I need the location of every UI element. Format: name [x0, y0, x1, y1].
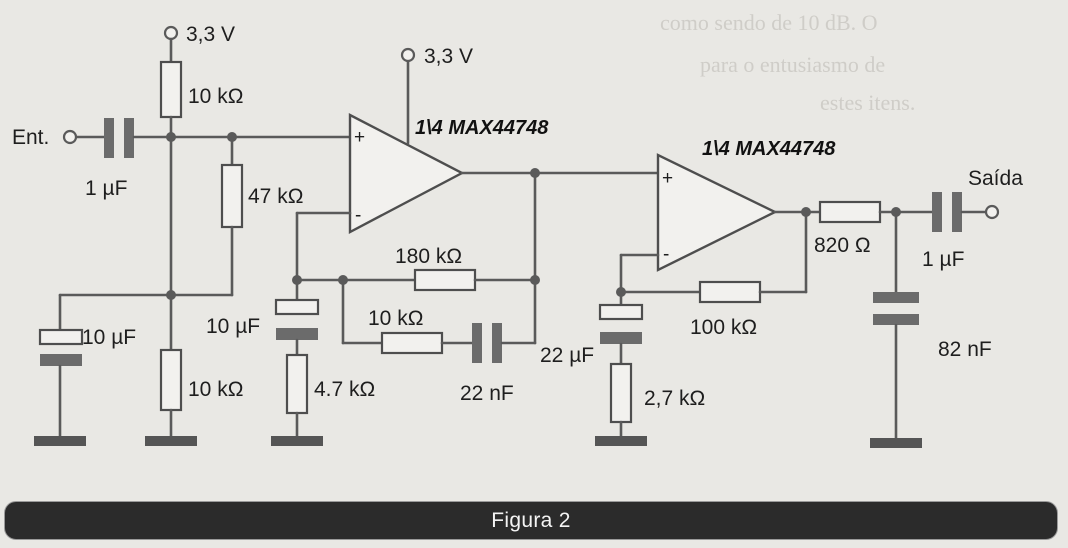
- opamp-1: [348, 113, 465, 234]
- opamp-2-plus-pin: +: [662, 168, 673, 189]
- capacitor-22nf-plate: [492, 323, 502, 363]
- capacitor-input-plate: [124, 118, 134, 158]
- capacitor-output-label: 1 µF: [922, 248, 964, 271]
- capacitor-input-label: 1 µF: [85, 177, 127, 200]
- resistor-bias-top: [159, 60, 183, 119]
- supply-label: 3,3 V: [424, 45, 473, 68]
- resistor-820-label: 820 Ω: [814, 234, 871, 257]
- capacitor-stage1-label: 10 µF: [206, 315, 260, 338]
- resistor-bias-bottom: [159, 348, 183, 412]
- resistor-100k-label: 100 kΩ: [690, 316, 757, 339]
- circuit-schematic: como sendo de 10 dB. O para o entusiasmo…: [12, 10, 1023, 448]
- ground-symbol: [870, 438, 922, 448]
- capacitor-stage1-plate-positive: [274, 298, 320, 316]
- figure-caption-bar: Figura 2: [4, 501, 1058, 540]
- resistor-47k-label: 47 kΩ: [248, 185, 303, 208]
- capacitor-22uf-label: 22 µF: [540, 344, 594, 367]
- ground-symbol: [145, 436, 197, 446]
- capacitor-82nf-plate: [873, 292, 919, 303]
- opamp-1-plus-pin: +: [354, 127, 365, 148]
- capacitor-bias-label: 10 µF: [82, 326, 136, 349]
- resistor-10k-series: [380, 331, 444, 355]
- resistor-10k-series-label: 10 kΩ: [368, 307, 423, 330]
- capacitor-output-plate: [952, 192, 962, 232]
- capacitor-bias-plate: [40, 354, 82, 366]
- resistor-2k7: [609, 362, 633, 424]
- resistor-820: [818, 200, 882, 224]
- ground-symbol: [271, 436, 323, 446]
- capacitor-22nf-label: 22 nF: [460, 382, 514, 405]
- opamp-2-minus-pin: -: [663, 244, 669, 265]
- capacitor-82nf-plate: [873, 314, 919, 325]
- ground-symbol: [34, 436, 86, 446]
- opamp-2: [656, 153, 778, 272]
- ground-symbol: [595, 436, 647, 446]
- opamp-2-label: 1\4 MAX44748: [702, 138, 836, 160]
- resistor-bias-bottom-label: 10 kΩ: [188, 378, 243, 401]
- junction-dot: [166, 132, 176, 142]
- capacitor-bias-plate-positive: [38, 328, 84, 346]
- input-label: Ent.: [12, 126, 49, 149]
- resistor-4k7: [285, 353, 309, 415]
- capacitor-22uf-plate: [600, 332, 642, 344]
- capacitor-input-plate: [104, 118, 114, 158]
- supply-terminal: [163, 25, 179, 41]
- resistor-180k-label: 180 kΩ: [395, 245, 462, 268]
- resistor-47k: [220, 163, 244, 229]
- resistor-180k: [413, 268, 477, 292]
- junction-dot: [801, 207, 811, 217]
- background-text-line: como sendo de 10 dB. O: [660, 10, 878, 35]
- resistor-4k7-label: 4.7 kΩ: [314, 378, 375, 401]
- background-text-line: para o entusiasmo de: [700, 52, 885, 77]
- background-text-line: estes itens.: [820, 90, 915, 115]
- supply-terminal: [400, 47, 416, 63]
- capacitor-22uf-plate-positive: [598, 303, 644, 321]
- capacitor-22nf-plate: [472, 323, 482, 363]
- resistor-100k: [698, 280, 762, 304]
- capacitor-82nf-label: 82 nF: [938, 338, 992, 361]
- capacitor-stage1-plate: [276, 328, 318, 340]
- resistor-2k7-label: 2,7 kΩ: [644, 387, 705, 410]
- output-terminal: [984, 204, 1000, 220]
- capacitor-output-plate: [932, 192, 942, 232]
- figure-caption: Figura 2: [491, 508, 571, 532]
- input-terminal: [62, 129, 78, 145]
- opamp-1-minus-pin: -: [355, 205, 361, 226]
- resistor-bias-top-label: 10 kΩ: [188, 85, 243, 108]
- opamp-1-label: 1\4 MAX44748: [415, 117, 549, 139]
- output-label: Saída: [968, 167, 1023, 190]
- supply-label: 3,3 V: [186, 23, 235, 46]
